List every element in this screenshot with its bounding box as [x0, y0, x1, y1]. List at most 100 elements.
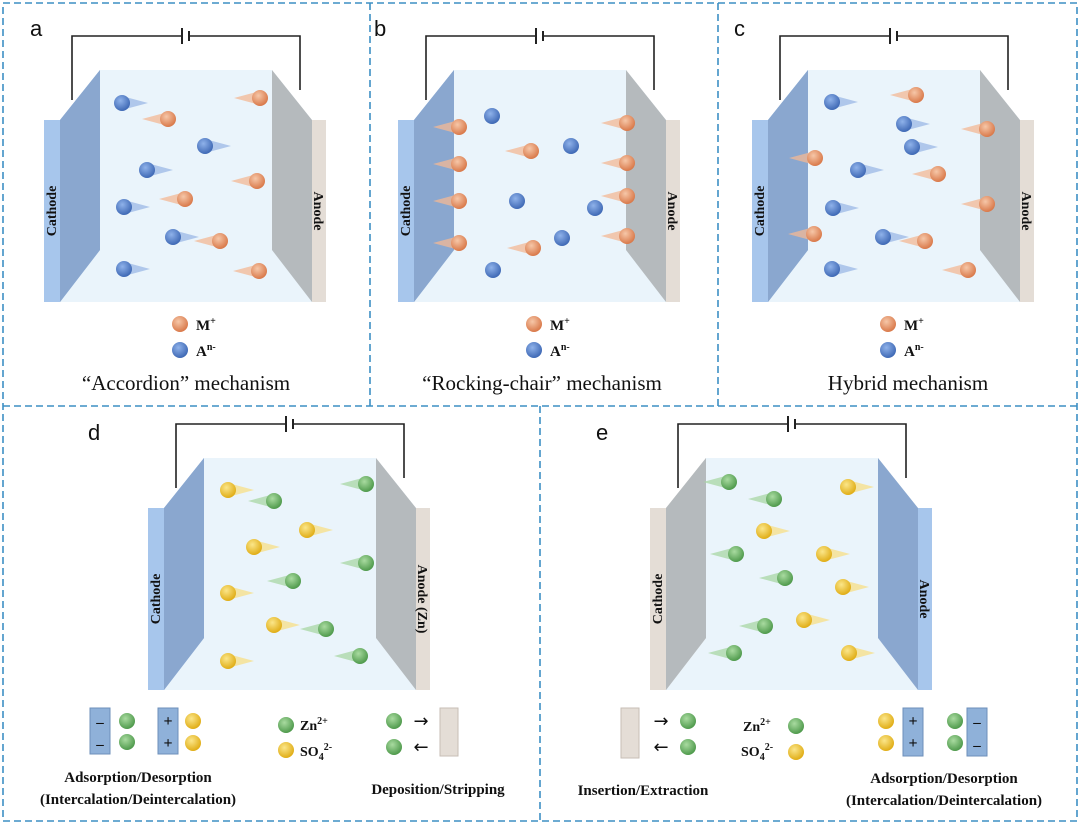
panel-b: b Cathode Anode M+ An- “Rocking-chair” m…	[374, 16, 680, 395]
anion-legend-dot	[880, 342, 896, 358]
zn-legend-label: Zn2+	[743, 717, 771, 735]
panel-a: a Cathode Anode M+ An- “Accordion” mecha…	[30, 16, 326, 395]
so4-ion	[841, 645, 857, 661]
panel-letter: c	[734, 16, 745, 41]
electrolyte	[414, 70, 666, 302]
cation-ion	[908, 87, 924, 103]
panel-letter: a	[30, 16, 43, 41]
zn-ion	[777, 570, 793, 586]
cation-legend-dot	[526, 316, 542, 332]
zn-ion	[352, 648, 368, 664]
plus-sign: +	[908, 713, 917, 730]
anion-ion	[563, 138, 579, 154]
panel-letter: b	[374, 16, 386, 41]
d-deposition-legend: → ← Deposition/Stripping	[371, 707, 505, 798]
anion-legend-label: An-	[904, 342, 924, 360]
cation-ion	[212, 233, 228, 249]
so4-ion	[220, 482, 236, 498]
anode-label: Anode	[1018, 192, 1033, 231]
cation-legend-label: M+	[550, 316, 570, 334]
cation-ion	[979, 196, 995, 212]
cation-ion	[252, 90, 268, 106]
so4-ion	[840, 479, 856, 495]
anode-edge	[666, 120, 680, 302]
external-circuit	[175, 423, 405, 488]
anion-ion	[116, 199, 132, 215]
anion-ion	[509, 193, 525, 209]
anion-legend-dot	[526, 342, 542, 358]
cation-legend-dot	[172, 316, 188, 332]
anion-ion	[875, 229, 891, 245]
anion-legend-label: An-	[196, 342, 216, 360]
negative-electrode-icon	[966, 707, 988, 757]
cation-ion	[979, 121, 995, 137]
e-ion-legend: Zn2+ SO42-	[741, 717, 804, 763]
process-label: Adsorption/Desorption	[64, 770, 212, 786]
panel-caption: Hybrid mechanism	[828, 371, 988, 395]
zn-ion	[266, 493, 282, 509]
zn-ion	[728, 546, 744, 562]
panel-e: e Cathode Anode	[596, 416, 932, 690]
anion-ion	[587, 200, 603, 216]
host-electrode-icon	[620, 707, 640, 759]
left-arrow-icon: ←	[653, 737, 668, 758]
anion-ion	[197, 138, 213, 154]
zn-ion-icon	[119, 734, 135, 750]
so4-ion-icon	[185, 713, 201, 729]
external-circuit	[71, 35, 301, 100]
minus-sign: –	[972, 715, 981, 731]
zn-ion-icon	[386, 713, 402, 729]
so4-ion	[835, 579, 851, 595]
panel-letter: d	[88, 420, 100, 445]
d-ion-legend: Zn2+ SO42-	[278, 716, 332, 763]
cation-ion	[930, 166, 946, 182]
external-circuit	[677, 423, 907, 488]
zn-ion	[721, 474, 737, 490]
cation-ion	[806, 226, 822, 242]
so4-ion	[756, 523, 772, 539]
process-label: (Intercalation/Deintercalation)	[40, 792, 236, 808]
zn-legend-label: Zn2+	[300, 716, 328, 734]
zn-ion	[358, 476, 374, 492]
cathode-label: Cathode	[149, 574, 164, 625]
anion-ion	[824, 94, 840, 110]
panel-letter: e	[596, 420, 608, 445]
so4-ion	[796, 612, 812, 628]
cation-ion	[525, 240, 541, 256]
panel-caption: “Rocking-chair” mechanism	[422, 371, 662, 395]
anion-ion	[904, 139, 920, 155]
zn-legend-dot	[788, 718, 804, 734]
anion-ion	[116, 261, 132, 277]
zn-ion-icon	[119, 713, 135, 729]
panel-d: d Cathode Anode (Zn)	[88, 416, 430, 690]
anode-label: Anode	[916, 580, 931, 619]
d-adsorption-legend: – – + + Adsorption/Desorption (Intercala…	[40, 707, 236, 808]
cation-ion	[619, 115, 635, 131]
process-label: Insertion/Extraction	[578, 783, 709, 799]
anion-ion	[114, 95, 130, 111]
cation-ion	[960, 262, 976, 278]
cation-ion	[807, 150, 823, 166]
cation-ion	[177, 191, 193, 207]
anode-electrode	[878, 458, 918, 690]
right-arrow-icon: →	[653, 711, 668, 732]
cation-ion	[249, 173, 265, 189]
plus-sign: +	[163, 735, 172, 752]
anion-ion	[165, 229, 181, 245]
ions-a	[114, 90, 268, 279]
anion-legend-label: An-	[550, 342, 570, 360]
anode-label: Anode	[664, 192, 679, 231]
ions-d	[220, 476, 374, 669]
panel-caption: “Accordion” mechanism	[82, 371, 290, 395]
cathode-face	[164, 458, 204, 690]
panel-c: c Cathode Anode M+ An- Hybrid mechanism	[734, 16, 1034, 395]
cation-ion	[619, 188, 635, 204]
so4-legend-label: SO42-	[741, 742, 773, 763]
electrolyte	[768, 70, 1020, 302]
cation-ion	[251, 263, 267, 279]
plus-sign: +	[163, 713, 172, 730]
zn-ion	[726, 645, 742, 661]
anion-ion	[554, 230, 570, 246]
anion-ion	[896, 116, 912, 132]
